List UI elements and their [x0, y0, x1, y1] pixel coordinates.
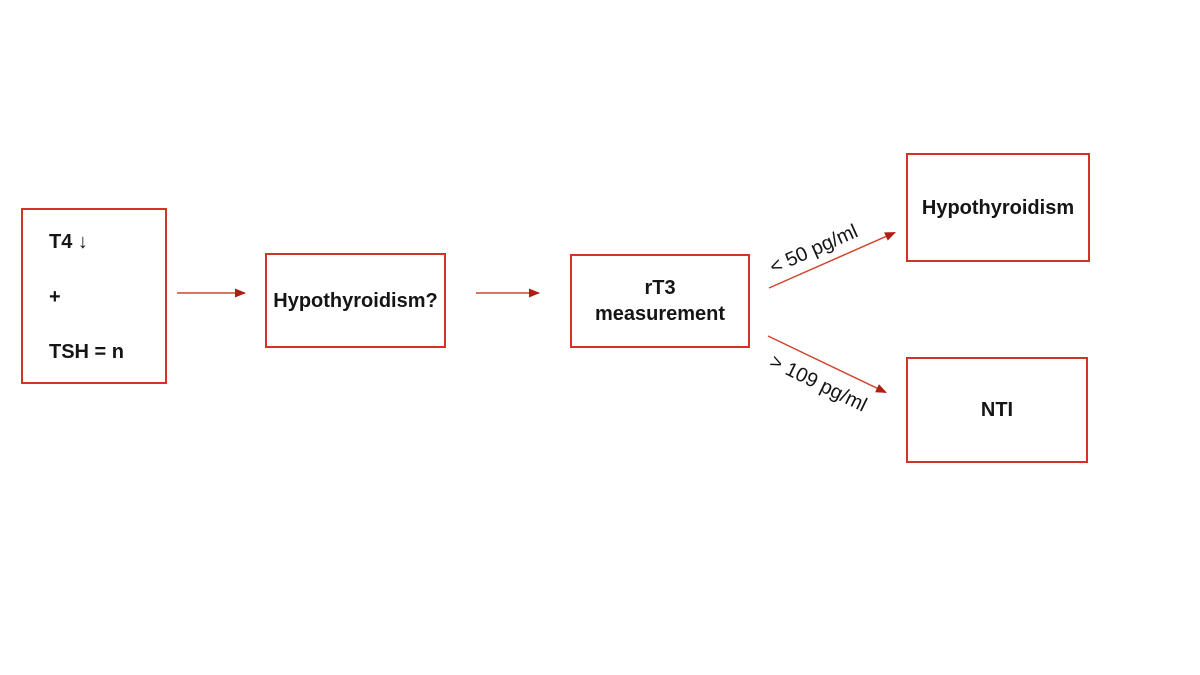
node-outcome-high-label: NTI: [980, 399, 1014, 421]
node-question-label: Hypothyroidism?: [273, 289, 438, 312]
node-start-line-plus: +: [49, 286, 61, 308]
arrow-label-above-109: > 109 pg/ml: [766, 350, 871, 417]
arrow-label-below-50: < 50 pg/ml: [766, 220, 862, 279]
node-outcome-hypothyroidism: Hypothyroidism: [906, 153, 1090, 262]
node-hypothyroidism-question: Hypothyroidism?: [265, 253, 446, 348]
node-outcome-low-label: Hypothyroidism: [921, 196, 1075, 219]
node-start-line-t4: T4 ↓: [49, 231, 88, 253]
node-t4-low-tsh-normal: T4 ↓ + TSH = n: [21, 208, 167, 384]
node-measurement-line-2: measurement: [594, 303, 726, 325]
node-outcome-nti: NTI: [906, 357, 1088, 463]
node-start-line-tsh: TSH = n: [49, 341, 125, 363]
node-rt3-measurement: rT3 measurement: [570, 254, 750, 348]
node-measurement-line-1: rT3: [644, 277, 676, 299]
